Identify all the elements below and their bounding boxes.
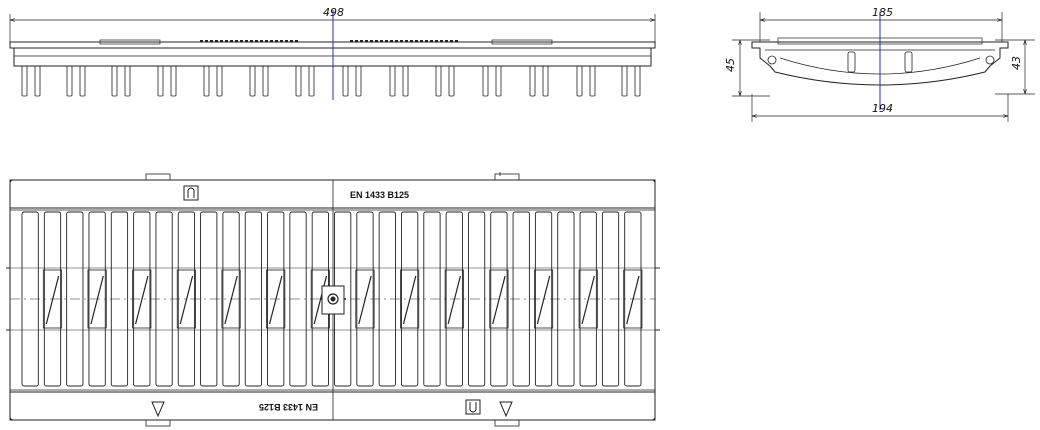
diagonal-rib-line (313, 275, 328, 325)
grating-slot (423, 211, 441, 387)
grating-slot (267, 211, 285, 387)
lock-symbol-icon (183, 185, 199, 201)
support-leg (111, 65, 118, 97)
diagonal-rib-line (45, 275, 60, 325)
diagonal-rib-line (626, 275, 640, 325)
side-view (9, 10, 656, 100)
support-leg (308, 65, 315, 97)
diagonal-rib-line (492, 275, 506, 325)
diagonal-rib-line (402, 275, 417, 325)
support-leg (435, 65, 442, 97)
end-view (732, 12, 1035, 122)
length-label: 498 (323, 6, 344, 19)
grating-rib (221, 269, 241, 329)
support-leg (262, 65, 269, 97)
support-leg (621, 65, 628, 97)
support-leg (355, 65, 362, 97)
grating-slot (445, 211, 463, 387)
diagonal-rib-line (179, 275, 194, 325)
support-leg (79, 65, 86, 97)
support-leg (157, 65, 164, 97)
grating-slot (66, 211, 84, 387)
height-right-label: 43 (1010, 56, 1023, 70)
triangle-marker-icon (151, 401, 165, 418)
support-leg (542, 65, 549, 97)
support-leg (448, 65, 455, 97)
support-leg (295, 65, 302, 97)
diagonal-rib-line (358, 275, 372, 325)
support-leg (66, 65, 73, 97)
grating-rib (87, 269, 107, 329)
grating-rib (489, 269, 509, 329)
support-leg (249, 65, 256, 97)
support-leg (589, 65, 596, 97)
support-leg (634, 65, 641, 97)
diagonal-rib-line (268, 275, 283, 325)
top-width-label: 185 (872, 6, 893, 19)
support-leg (482, 65, 489, 97)
diagonal-rib-line (135, 275, 149, 325)
support-leg (216, 65, 223, 97)
support-leg (402, 65, 409, 97)
diagonal-rib-line (224, 275, 238, 325)
grating-slot (289, 211, 307, 387)
bottom-width-label: 194 (872, 102, 893, 115)
support-leg (124, 65, 131, 97)
grating-rib (623, 269, 643, 329)
lock-symbol-icon-bottom (465, 399, 481, 415)
triangle-marker-icon-right (499, 401, 513, 418)
standard-marking-rotated: EN 1433 B125 (259, 402, 318, 412)
support-leg (576, 65, 583, 97)
standard-marking: EN 1433 B125 (350, 190, 409, 200)
support-leg (529, 65, 536, 97)
support-leg (170, 65, 177, 97)
support-leg (495, 65, 502, 97)
diagonal-rib-line (581, 275, 595, 325)
support-leg (203, 65, 210, 97)
diagonal-rib-line (447, 275, 462, 325)
support-leg (342, 65, 349, 97)
top-view (6, 172, 660, 427)
support-leg (21, 65, 28, 97)
support-leg (34, 65, 41, 97)
height-left-label: 45 (724, 58, 737, 72)
diagonal-rib-line (536, 275, 551, 325)
support-leg (389, 65, 396, 97)
diagonal-rib-line (90, 275, 104, 325)
grating-rib (42, 269, 63, 329)
